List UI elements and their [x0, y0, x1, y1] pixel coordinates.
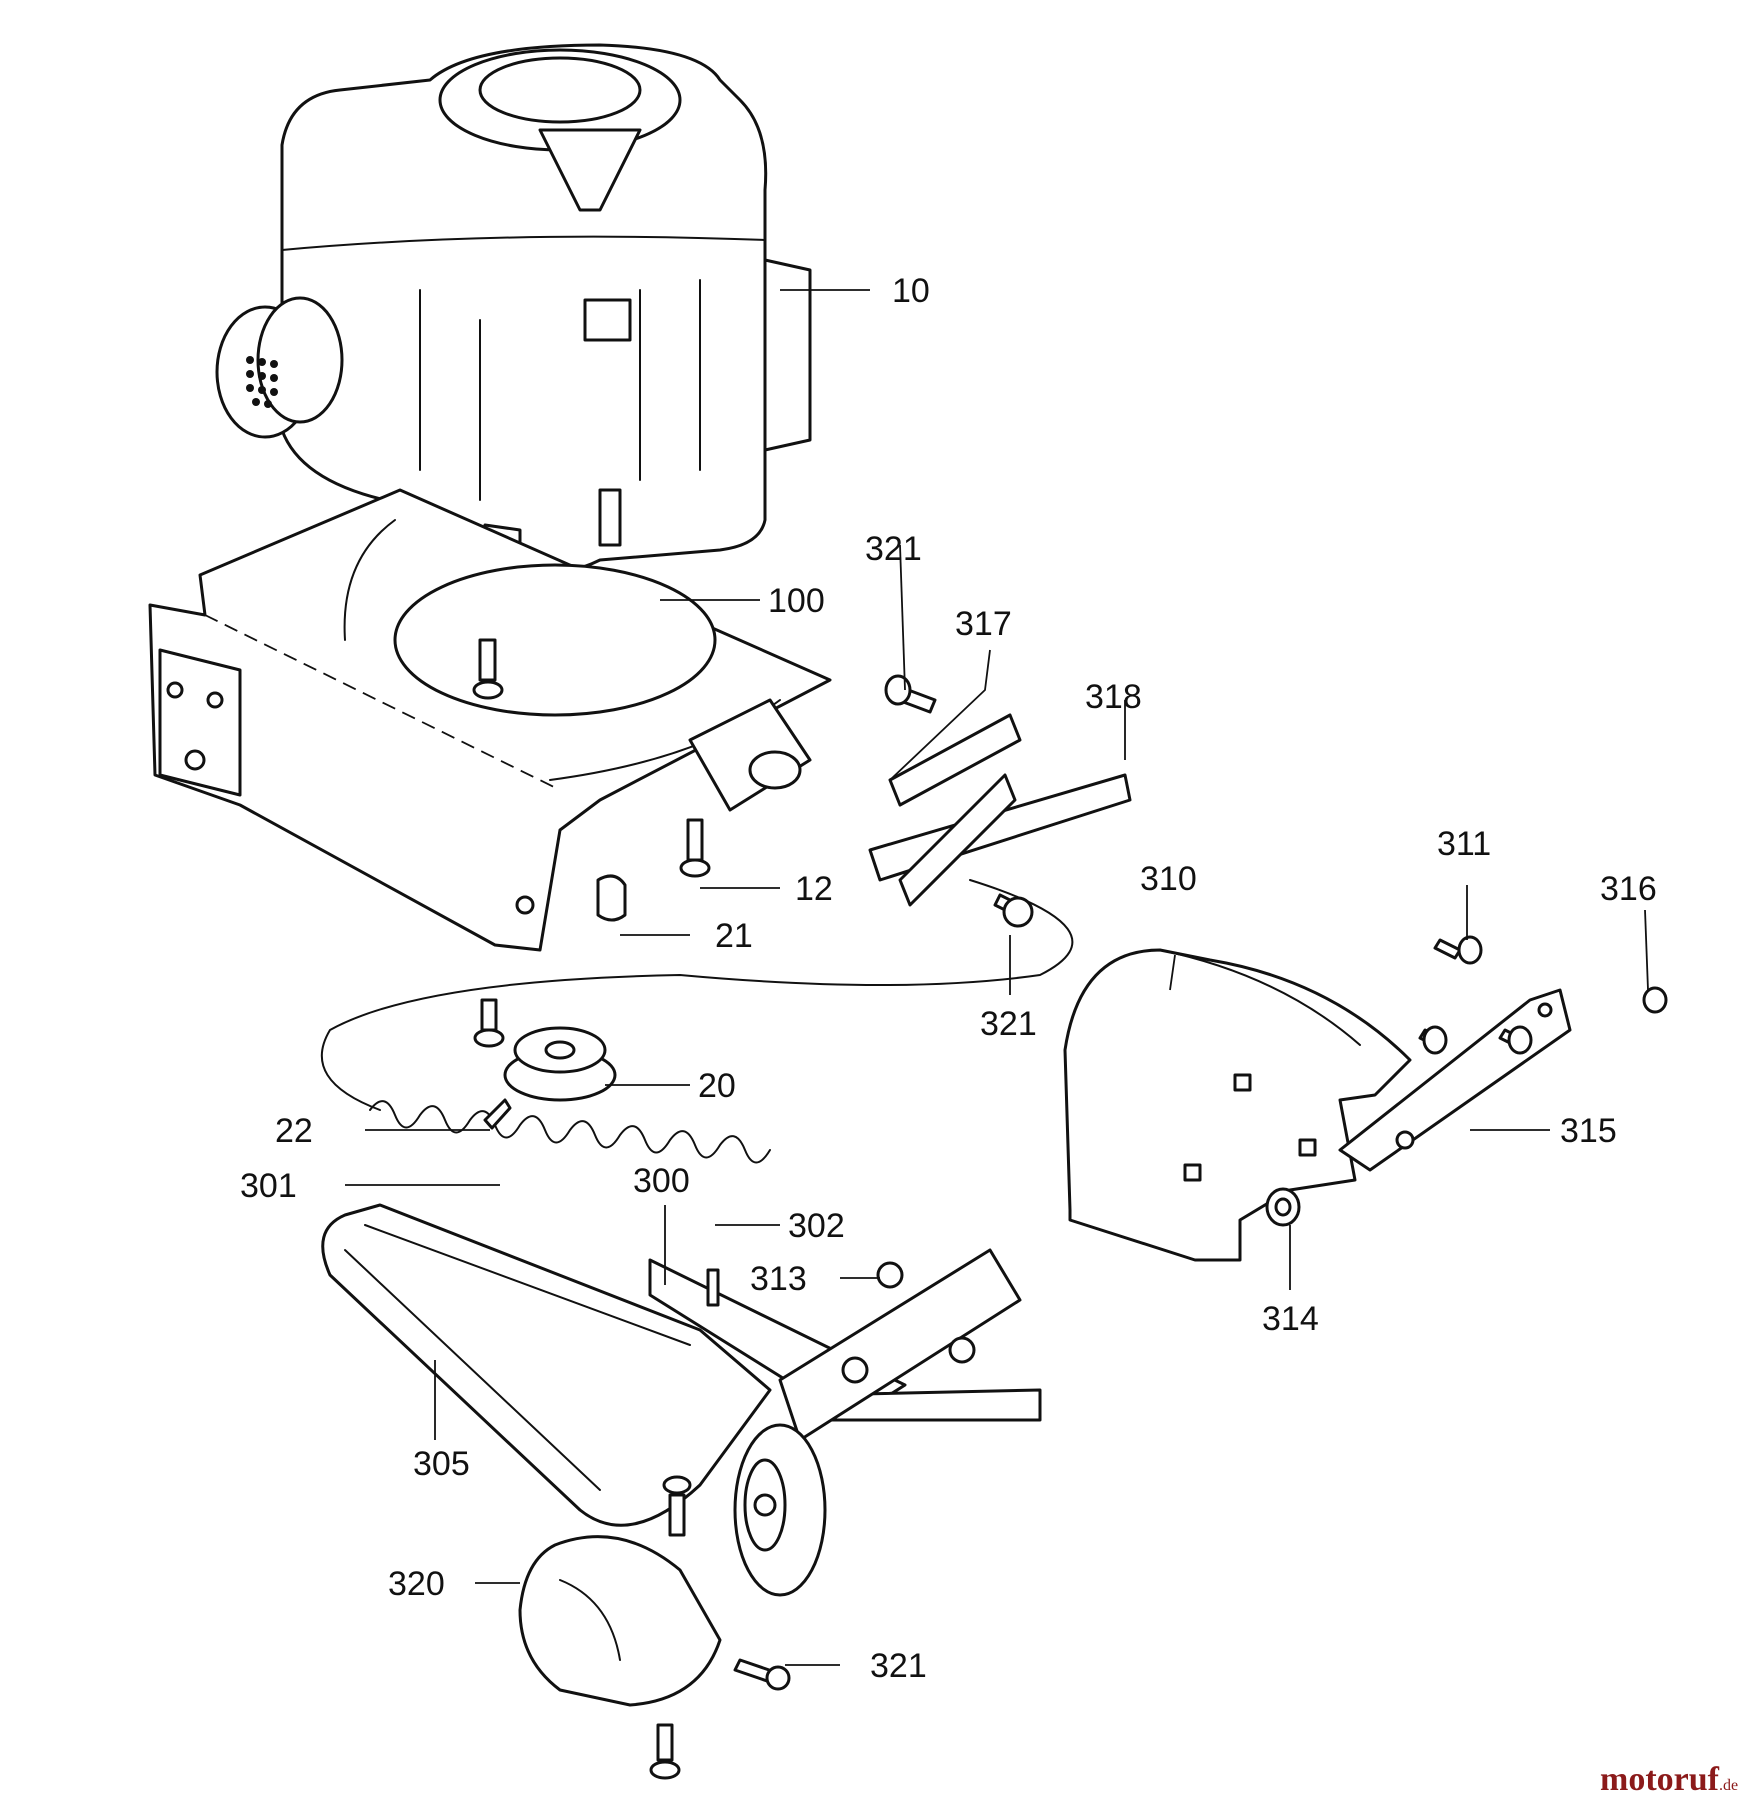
watermark-logo: motoruf.de	[1600, 1761, 1738, 1798]
label-part-10: 10	[892, 272, 930, 310]
fasteners	[472, 638, 1668, 1780]
idler-pulley	[503, 1026, 617, 1102]
watermark-suffix: .de	[1719, 1777, 1738, 1794]
label-part-314: 314	[1262, 1300, 1319, 1338]
label-part-315: 315	[1560, 1112, 1617, 1150]
air-filter-vents	[246, 356, 278, 408]
label-part-21: 21	[715, 917, 753, 955]
part-labels: 10 100 321 317 318 12 21 321 310 311 316…	[240, 272, 1657, 1685]
label-part-12: 12	[795, 870, 833, 908]
label-part-321-middle: 321	[980, 1005, 1037, 1043]
tensioner-arm	[648, 1248, 1042, 1442]
label-part-316: 316	[1600, 870, 1657, 908]
engine-assembly	[215, 43, 812, 578]
label-part-321-top: 321	[865, 530, 922, 568]
svg-text:motoruf.de: motoruf.de	[1600, 1761, 1738, 1798]
pulley-cover	[518, 1535, 722, 1707]
label-part-300: 300	[633, 1162, 690, 1200]
label-part-22: 22	[275, 1112, 313, 1150]
label-part-301: 301	[240, 1167, 297, 1205]
label-part-20: 20	[698, 1067, 736, 1105]
label-part-313: 313	[750, 1260, 807, 1298]
label-part-310: 310	[1140, 860, 1197, 898]
watermark-name: motoruf	[1600, 1761, 1720, 1798]
label-part-311: 311	[1437, 825, 1491, 863]
side-guard	[1063, 948, 1412, 1262]
leader-lines	[345, 289, 1649, 1666]
label-part-305: 305	[413, 1445, 470, 1483]
drive-pulley	[733, 1423, 827, 1597]
label-part-320: 320	[388, 1565, 445, 1603]
engine-mounting-plate	[148, 488, 832, 952]
label-part-317: 317	[955, 605, 1012, 643]
label-part-100: 100	[768, 582, 825, 620]
chute-plates	[868, 713, 1132, 907]
drive-belt	[321, 1203, 772, 1527]
tension-spring	[369, 1100, 771, 1164]
label-part-318: 318	[1085, 678, 1142, 716]
label-part-321-bottom: 321	[870, 1647, 927, 1685]
label-part-302: 302	[788, 1207, 845, 1245]
